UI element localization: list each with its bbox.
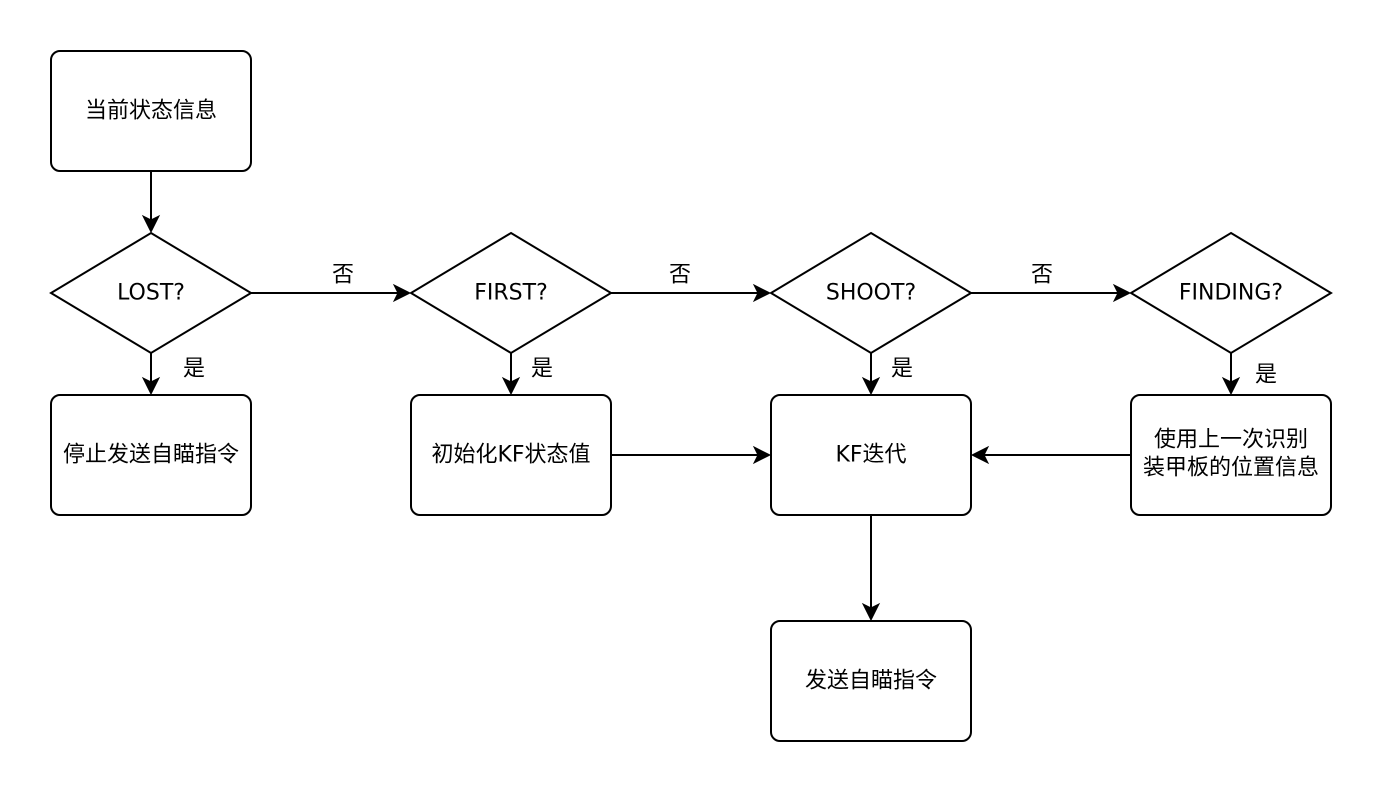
arrowhead (752, 445, 772, 465)
edge-label-no: 否 (332, 263, 354, 288)
arrowhead (141, 214, 161, 234)
node-init-label: 初始化KF状态值 (431, 443, 590, 468)
edge-label-no: 否 (669, 263, 691, 288)
decision-lost-label: LOST? (117, 281, 185, 306)
decision-lost: LOST? (49, 231, 253, 355)
node-kf-label: KF迭代 (835, 443, 906, 468)
decision-shoot: SHOOT? (769, 231, 973, 355)
node-send-label: 发送自瞄指令 (805, 669, 937, 694)
arrowhead (752, 283, 772, 303)
arrowhead (970, 445, 990, 465)
arrowhead (501, 376, 521, 396)
decision-finding-label: FINDING? (1179, 281, 1283, 306)
node-stop: 停止发送自瞄指令 (50, 394, 252, 516)
arrowhead (861, 602, 881, 622)
edge-label-yes: 是 (1255, 363, 1277, 388)
arrowhead (1221, 376, 1241, 396)
node-stop-label: 停止发送自瞄指令 (63, 443, 239, 468)
node-start: 当前状态信息 (50, 50, 252, 172)
decision-first: FIRST? (409, 231, 613, 355)
decision-finding: FINDING? (1129, 231, 1333, 355)
arrowhead (1112, 283, 1132, 303)
arrowhead (141, 376, 161, 396)
arrowhead (861, 376, 881, 396)
node-send: 发送自瞄指令 (770, 620, 972, 742)
edge-label-no: 否 (1031, 263, 1053, 288)
node-init: 初始化KF状态值 (410, 394, 612, 516)
edge-label-yes: 是 (891, 357, 913, 382)
decision-shoot-label: SHOOT? (826, 281, 916, 306)
edge-label-yes: 是 (183, 357, 205, 382)
node-reuse: 使用上一次识别 装甲板的位置信息 (1130, 394, 1332, 516)
edge-label-yes: 是 (531, 357, 553, 382)
decision-first-label: FIRST? (474, 281, 548, 306)
node-reuse-label-line2: 装甲板的位置信息 (1143, 456, 1319, 481)
arrowhead (392, 283, 412, 303)
node-reuse-label-line1: 使用上一次识别 (1154, 428, 1308, 453)
node-kf: KF迭代 (770, 394, 972, 516)
node-start-label: 当前状态信息 (85, 99, 217, 124)
